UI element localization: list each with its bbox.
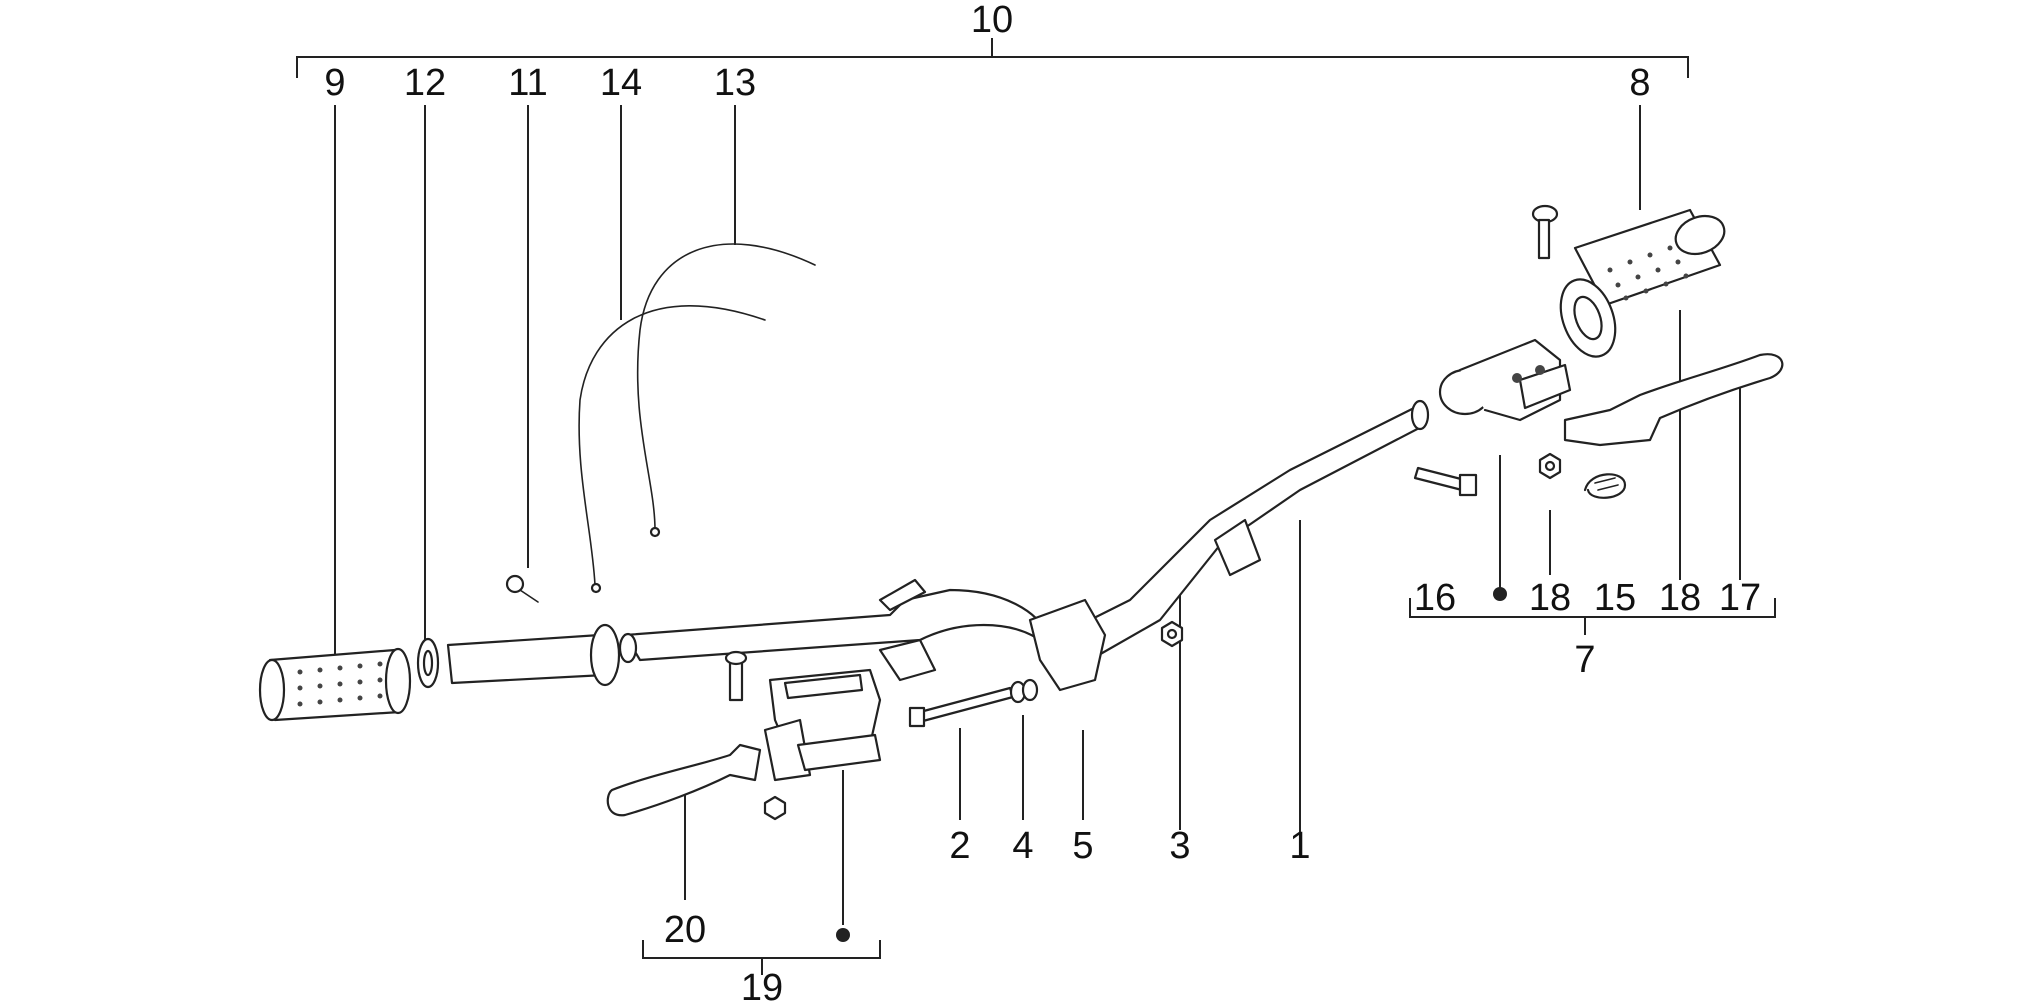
label-20: 20 — [664, 909, 706, 951]
label-9: 9 — [324, 62, 345, 104]
label-7: 7 — [1574, 639, 1595, 681]
washers-4-5 — [1009, 678, 1039, 704]
label-3: 3 — [1169, 825, 1190, 867]
label-12: 12 — [404, 62, 446, 104]
label-4: 4 — [1012, 825, 1033, 867]
right-lever — [1563, 353, 1784, 447]
marker-dot-7 — [1493, 587, 1507, 601]
right-grip — [1559, 208, 1726, 358]
cables — [578, 243, 816, 594]
label-16: 16 — [1414, 577, 1456, 619]
label-2: 2 — [949, 825, 970, 867]
label-14: 14 — [600, 62, 642, 104]
label-15: 15 — [1594, 577, 1636, 619]
throttle-tube — [446, 623, 621, 687]
bolt-16 — [1413, 466, 1478, 497]
label-5: 5 — [1072, 825, 1093, 867]
handlebar-tube — [618, 399, 1430, 692]
screw-11 — [505, 574, 539, 603]
leader-lines — [334, 105, 1741, 925]
screw-right — [1531, 204, 1559, 260]
bracket-7 — [1409, 598, 1776, 635]
bolt-2 — [908, 686, 1015, 728]
right-clamp — [1438, 338, 1572, 422]
spring-15 — [1583, 473, 1627, 499]
label-11: 11 — [508, 62, 547, 104]
label-19: 19 — [741, 967, 783, 1003]
left-lever — [606, 743, 787, 821]
label-8: 8 — [1629, 62, 1650, 104]
bracket-10 — [296, 38, 1689, 78]
label-1: 1 — [1289, 825, 1310, 867]
nut-18 — [1538, 452, 1562, 480]
left-master-cylinder — [724, 650, 882, 782]
nut-3 — [1160, 620, 1184, 648]
label-17: 17 — [1719, 577, 1761, 619]
left-grip — [258, 647, 412, 722]
washer-12 — [416, 637, 440, 689]
bracket-19 — [642, 940, 881, 975]
label-18-b: 18 — [1659, 577, 1701, 619]
label-18-a: 18 — [1529, 577, 1571, 619]
marker-dot-19 — [836, 928, 850, 942]
label-13: 13 — [714, 62, 756, 104]
label-10: 10 — [971, 0, 1013, 41]
